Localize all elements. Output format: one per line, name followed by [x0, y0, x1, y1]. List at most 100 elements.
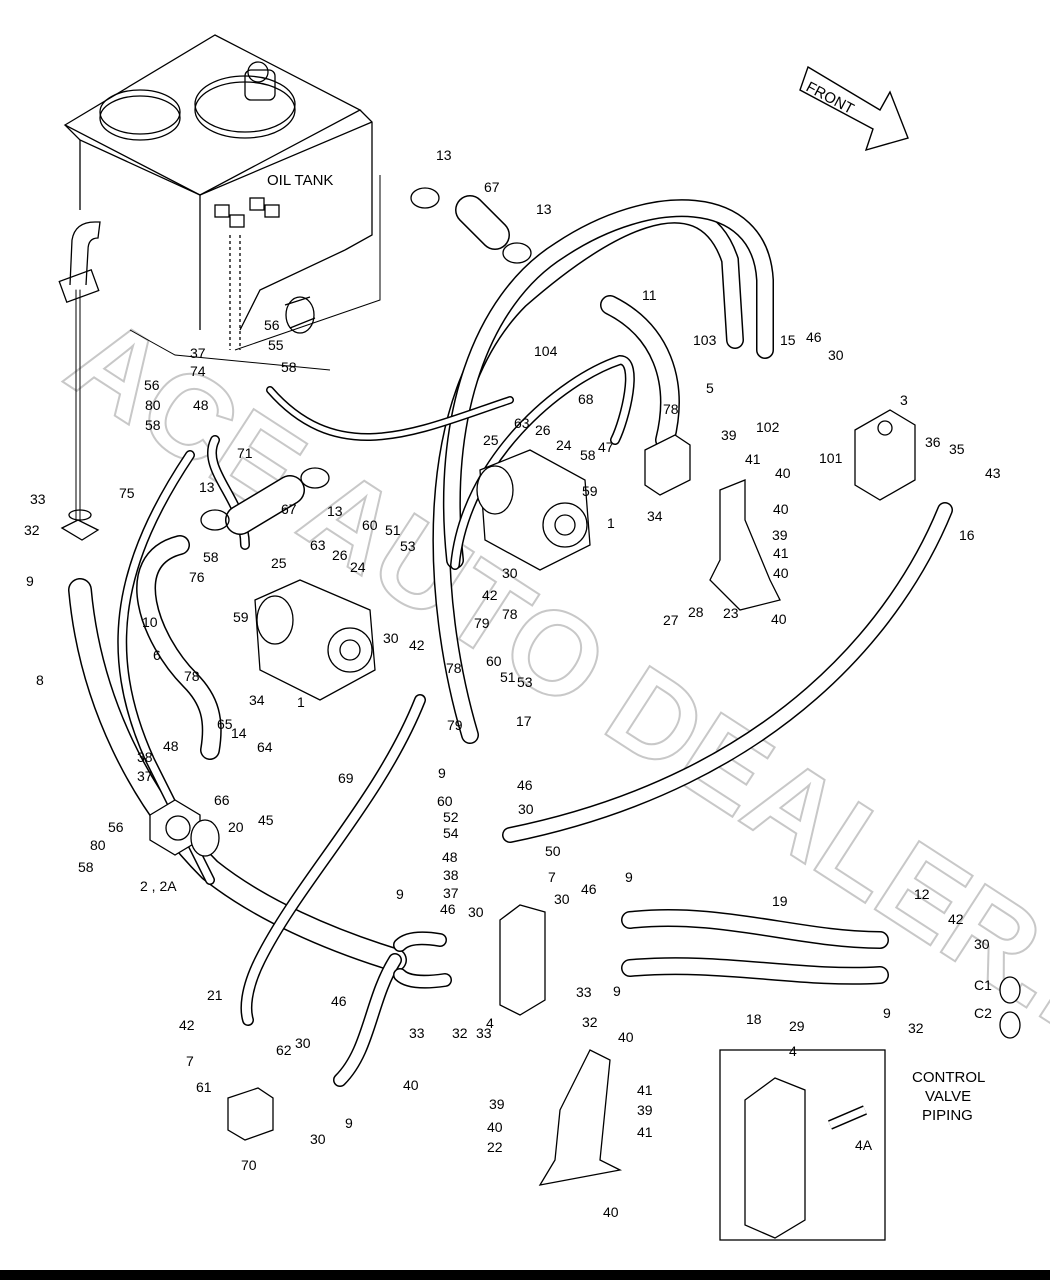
callout-label: 64: [257, 739, 273, 755]
callout-label: 80: [90, 837, 106, 853]
callout-label: 25: [271, 555, 287, 571]
callout-label: 42: [179, 1017, 195, 1033]
inset-box: 4 4A: [719, 1043, 886, 1241]
callout-label: 29: [789, 1018, 805, 1034]
callout-label: 40: [775, 465, 791, 481]
callout-label: 42: [482, 587, 498, 603]
callout-label: 33: [409, 1025, 425, 1041]
callout-label: 51: [385, 522, 401, 538]
callout-label: 60: [362, 517, 378, 533]
callout-label: 58: [78, 859, 94, 875]
suction-port: [285, 296, 315, 334]
callout-label: 39: [489, 1096, 505, 1112]
callout-label: 42: [948, 911, 964, 927]
callout-label: 53: [400, 538, 416, 554]
callout-label: 103: [693, 332, 717, 348]
filter-2: [149, 799, 201, 856]
callout-label: 9: [613, 983, 621, 999]
callout-label: 104: [534, 343, 558, 359]
callout-label: 40: [773, 501, 789, 517]
callout-label: 40: [603, 1204, 619, 1220]
callout-label: 34: [647, 508, 663, 524]
callout-label: 67: [484, 179, 500, 195]
callout-label: 37: [443, 885, 459, 901]
callout-label: 9: [883, 1005, 891, 1021]
callout-label: 3: [900, 392, 908, 408]
svg-text:4: 4: [789, 1043, 797, 1059]
callout-label: 24: [556, 437, 572, 453]
callout-label: 17: [516, 713, 532, 729]
callout-label: 40: [773, 565, 789, 581]
bracket-23: [709, 479, 781, 611]
callout-label: 46: [331, 993, 347, 1009]
callout-label: 62: [276, 1042, 292, 1058]
callout-label: 13: [327, 503, 343, 519]
callout-label: 63: [514, 415, 530, 431]
callout-label: 46: [581, 881, 597, 897]
callout-label: 32: [908, 1020, 924, 1036]
callout-label: 46: [517, 777, 533, 793]
callout-label: 58: [580, 447, 596, 463]
callout-label: 79: [447, 717, 463, 733]
callout-label: 30: [383, 630, 399, 646]
callout-label: 66: [214, 792, 230, 808]
callout-label: 58: [145, 417, 161, 433]
callout-label: 22: [487, 1139, 503, 1155]
svg-text:PIPING: PIPING: [922, 1107, 973, 1124]
callout-label: 32: [24, 522, 40, 538]
callout-label: 37: [137, 768, 153, 784]
tank-top-face: [63, 34, 362, 196]
callout-label: 35: [949, 441, 965, 457]
callout-label: 40: [771, 611, 787, 627]
callout-label: 21: [207, 987, 223, 1003]
control-valve-4: [499, 904, 546, 1016]
valve-3: [854, 409, 916, 501]
tank-cover-left: [99, 95, 181, 141]
callout-label: 30: [554, 891, 570, 907]
callout-label: 37: [190, 345, 206, 361]
callout-label: 40: [618, 1029, 634, 1045]
callout-label: 40: [487, 1119, 503, 1135]
callout-label: 7: [548, 869, 556, 885]
callout-label: 9: [396, 886, 404, 902]
callout-label: 1: [607, 515, 615, 531]
callout-label: 38: [137, 749, 153, 765]
callout-label: 11: [642, 287, 657, 303]
callout-label: 25: [483, 432, 499, 448]
callout-label: 5: [706, 380, 714, 396]
callout-label: 1: [297, 694, 305, 710]
callout-label: 58: [281, 359, 297, 375]
callout-label: 30: [310, 1131, 326, 1147]
callout-label: 32: [452, 1025, 468, 1041]
callout-label: 78: [446, 660, 462, 676]
callout-label: 36: [925, 434, 941, 450]
callout-label: 61: [196, 1079, 212, 1095]
callout-label: 48: [193, 397, 209, 413]
callout-label: 7: [186, 1053, 194, 1069]
callout-label: 101: [819, 450, 843, 466]
callout-label: 67: [281, 501, 297, 517]
callout-label: 78: [502, 606, 518, 622]
callout-label: 15: [780, 332, 796, 348]
callout-label: 9: [625, 869, 633, 885]
callout-label: 10: [142, 614, 158, 630]
callout-label: 9: [26, 573, 34, 589]
components: [60, 187, 1021, 1186]
svg-text:CONTROL: CONTROL: [912, 1069, 985, 1086]
callout-label: 79: [474, 615, 490, 631]
callout-label: 28: [688, 604, 704, 620]
callout-label: 46: [806, 329, 822, 345]
callout-label: 18: [746, 1011, 762, 1027]
callout-label: C1: [974, 977, 992, 993]
callout-label: 14: [231, 725, 247, 741]
callout-label: 27: [663, 612, 679, 628]
callout-label: 46: [440, 901, 456, 917]
tank-right-side: [344, 109, 373, 251]
callout-label: 102: [756, 419, 780, 435]
callout-label: 65: [217, 716, 233, 732]
callout-label: 23: [723, 605, 739, 621]
callout-label: 39: [637, 1102, 653, 1118]
callout-label: 13: [436, 147, 452, 163]
